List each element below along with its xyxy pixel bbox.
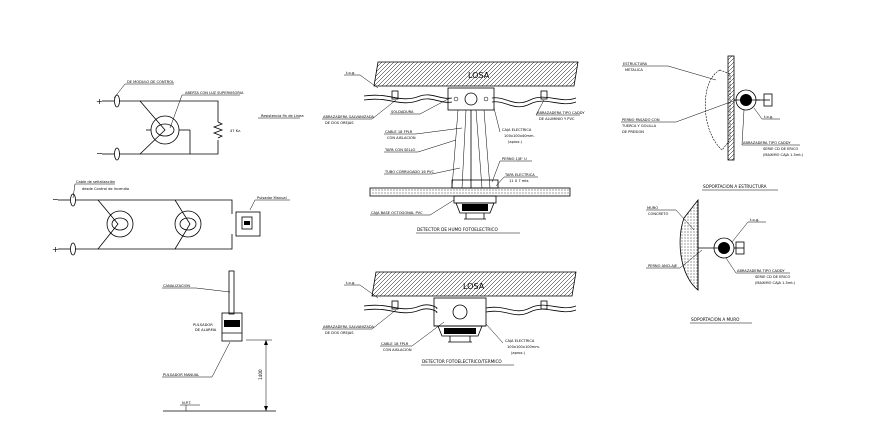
minus-sign: − (96, 149, 103, 158)
slab-section (371, 271, 577, 297)
structure-support-detail: ESTRUCTURA METALICA PERNO PASADO CON TUE… (621, 55, 804, 191)
pvc-tube-label: TUBO CORRUGADO 16 PVC (384, 170, 434, 174)
box-label-1: CAJA ELECTRICA (505, 339, 535, 343)
circuit-eol-light: DE MODULO DE CONTROL ABERTA CON LUZ SUPE… (96, 80, 304, 161)
height-dimension: 1400 (258, 369, 263, 380)
clamp-label-3: (MAXIMO CAJA 1.5mt.) (763, 153, 804, 157)
tag-label: t.o.g. (346, 281, 355, 285)
terminal-icon (114, 94, 120, 108)
ceiling-section (369, 187, 571, 197)
alarm-pull-label-2: DE ALARMA (195, 328, 217, 332)
wall-support-detail: MURO CONCRETO t.o.g. PERNO ANCLAJE ABRAZ… (646, 198, 796, 324)
clamp-label-1: ABRAZADERA TIPO CADDY (743, 141, 791, 145)
manual-pull-label: Pulsador Manual (257, 196, 287, 200)
circuit-manual-pull: Cable de señalización desde Control de I… (52, 180, 290, 256)
anchor-label: PERNO ANCLAJE (648, 264, 678, 268)
conduit-label-2: DE DOS OREJAS (325, 121, 354, 125)
cable-label-1: Cable de señalización (76, 180, 115, 184)
box-label-1: CAJA ELECTRICA (502, 128, 532, 132)
smoke-detector-caption: DETECTOR DE HUMO FOTOELECTRICO (417, 227, 498, 232)
thermal-detector-caption: DETECTOR FOTOELECTRICO/TERMICO (422, 359, 502, 364)
cable-label-1: CABLE 18 FPLR (385, 130, 413, 134)
conduit-label-2: DE DOS OREJAS (325, 331, 354, 335)
eol-light-label: ABERTA CON LUZ SUPERVISORIA (185, 91, 244, 95)
terminal-icon (70, 193, 76, 207)
slab-label: LOSA (463, 282, 485, 291)
structure-label-2: METALICA (625, 68, 643, 72)
structure-support-caption: SOPORTACION A ESTRUCTURA (703, 184, 767, 189)
slab-label: LOSA (468, 71, 490, 80)
thermal-detector-detail: LOSA t.o.g. ABRAZADERA GALVANIZADA DE DO… (322, 271, 577, 366)
elec-cover-label-1: TAPA ELECTRICA (504, 173, 535, 177)
bolt-label-3: DE PRESION (622, 130, 644, 134)
wall-label-1: MURO (647, 206, 658, 210)
wall-label-2: CONCRETO (648, 212, 668, 216)
plus-sign: + (96, 97, 103, 106)
concrete-wall-section (679, 198, 699, 291)
box-label-3: (aprox.) (508, 140, 523, 144)
tag-label: t.o.g. (750, 218, 759, 222)
terminal-icon (70, 242, 76, 256)
eol-resistor-label: Resistencia fin de Linea (261, 114, 304, 118)
cover-label: TAPA CON SELLO (384, 148, 416, 152)
wall-support-caption: SOPORTACION A MURO (691, 317, 740, 322)
conduit-pipe (228, 270, 235, 315)
cable-label-2: CON AISLACION (383, 348, 412, 352)
detector-icon (174, 210, 202, 238)
clamp-label-1: ABRAZADERA TIPO CADDY (537, 111, 585, 115)
weld-label: SOLDADURA (391, 110, 414, 114)
tag-label: t.o.g. (764, 115, 773, 119)
smoke-detector-detail: LOSA t.o.g. ABRAZADERA GALVANIZADA DE DO… (322, 61, 585, 234)
clamp-label-2: SERIE CD DE ERICO (755, 275, 790, 279)
alarm-pull-label-1: PULSADOR (193, 323, 213, 327)
conduit (363, 94, 453, 100)
resistor-value-label: 47 Kz. (230, 129, 241, 133)
elec-cover-label-2: 11 X 7 mts (509, 179, 529, 183)
clamp-label-2: SERIE CD DE ERICO (763, 147, 798, 151)
box-label-2: 100x100x100mm. (507, 345, 540, 349)
cable-label-2: desde Control de Incendio (82, 187, 129, 191)
floor-level-label: N.P.T. (182, 401, 192, 405)
pull-station-elevation: CANALIZACION PULSADOR DE ALARMA PULSADOR… (162, 270, 276, 412)
tag-label: t.o.g. (346, 71, 355, 75)
clamp-label-1: ABRAZADERA TIPO CADDY (737, 269, 785, 273)
conduit-label-1: ABRAZADERA GALVANIZADA (323, 115, 375, 119)
pull-station-icon (221, 312, 243, 342)
manual-pull-label: PULSADOR MANUAL (163, 373, 199, 377)
slab-section (373, 61, 579, 87)
octagonal-label: CAJA BASE OCTOGONAL PVC (371, 211, 423, 215)
clamp-label-2: DE ALUMINIO Y PVC (539, 117, 575, 121)
thermal-detector-icon (437, 325, 483, 337)
bolt-label: PERNO 1/8" U (502, 157, 527, 161)
conduit-label-1: ABRAZADERA GALVANIZADA (323, 325, 375, 329)
conduit-label: CANALIZACION (163, 284, 190, 288)
electrical-box (447, 87, 495, 111)
detector-icon (106, 210, 134, 238)
bolt-label-2: TUERCA Y GOLILLA (621, 124, 657, 128)
bolt-label-1: PERNO PASADO CON (622, 118, 660, 122)
box-label-2: 100x100x40mm. (504, 134, 535, 138)
resistor-icon (212, 121, 224, 139)
box-label-3: (aprox.) (511, 351, 526, 355)
structure-label-1: ESTRUCTURA (623, 62, 648, 66)
plus-sign: + (52, 245, 59, 254)
terminal-icon (114, 147, 120, 161)
manual-pull-box-icon (235, 211, 261, 237)
cable-label-1: CABLE 18 FPLR (381, 342, 409, 346)
metal-structure-section (705, 69, 731, 151)
control-module-label: DE MODULO DE CONTROL (127, 80, 174, 84)
clamp-label-3: (MAXIMO CAJA 1.5mt.) (755, 281, 796, 285)
electrical-box (433, 297, 487, 327)
minus-sign: − (52, 195, 59, 204)
cable-label-2: CON AISLACION (387, 136, 416, 140)
smoke-detector-icon (455, 202, 495, 214)
